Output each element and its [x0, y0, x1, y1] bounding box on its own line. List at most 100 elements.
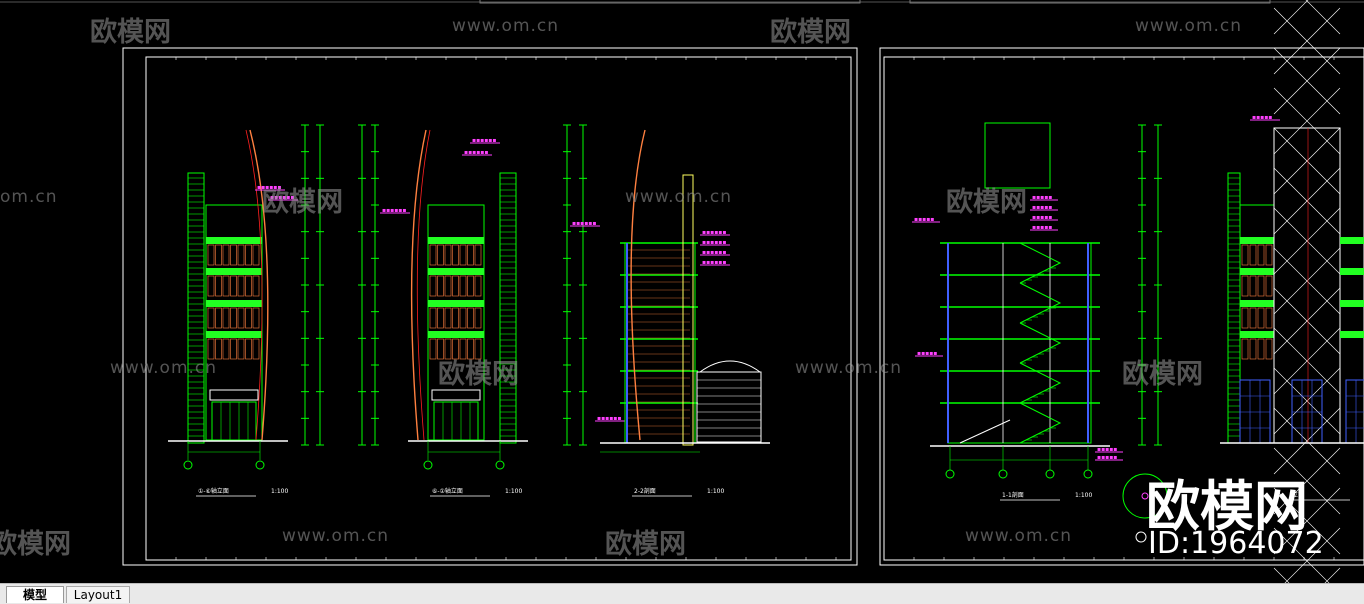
cad-model-space[interactable]: ▪▪▪▪▪▪▪▪▪▪▪▪▪▪▪▪▪▪▪▪▪▪▪▪▪▪▪▪▪▪▪▪▪▪▪▪▪▪▪▪…: [0, 0, 1364, 583]
window-pane: [437, 244, 444, 266]
window-pane: [1257, 338, 1265, 360]
annotation-text: ▪▪▪▪▪▪: [257, 184, 281, 191]
canopy: [209, 389, 259, 401]
sheet-frame-outer: [879, 47, 1364, 566]
axis-bubble: [423, 460, 433, 470]
elevation-1-scale: 1:100: [271, 488, 288, 495]
window-pane: [215, 338, 222, 360]
window-pane: [222, 338, 230, 360]
stair-flight: [1019, 362, 1062, 404]
floor-band: [1240, 268, 1274, 275]
window-pane: [452, 275, 459, 297]
window-pane: [474, 307, 482, 329]
window-pane: [230, 275, 237, 297]
floor-band: [206, 268, 262, 275]
top-strip: [909, 0, 1271, 4]
floor-band: [428, 237, 484, 244]
tower-lattice: [1273, 287, 1341, 355]
window-pane: [215, 244, 222, 266]
sheet-frame-inner: [145, 56, 852, 561]
floor-band: [1340, 237, 1364, 244]
annotation-text: ▪▪▪▪▪▪: [382, 207, 406, 214]
floor-band: [428, 300, 484, 307]
tower-lattice: [1273, 127, 1341, 195]
annotation-text: ▪▪▪▪▪▪: [702, 229, 726, 236]
sheet-frame-inner: [883, 56, 1364, 561]
window-pane: [222, 275, 230, 297]
window-pane: [452, 338, 459, 360]
floor-band: [206, 300, 262, 307]
window-pane: [252, 275, 260, 297]
annotation-text: ▪▪▪▪▪▪: [702, 239, 726, 246]
tower-lattice: [1273, 567, 1290, 583]
window-pane: [1241, 307, 1249, 329]
window-pane: [1265, 275, 1273, 297]
window-pane: [467, 275, 474, 297]
window-pane: [222, 244, 230, 266]
window-pane: [459, 338, 467, 360]
window-pane: [1241, 244, 1249, 266]
layout-tab-bar: 模型 Layout1: [0, 583, 1364, 604]
tower-lattice: [1273, 207, 1341, 275]
window-pane: [1249, 338, 1257, 360]
top-strip: [479, 0, 861, 4]
sail-curve: [245, 129, 263, 441]
sail-curve: [416, 129, 431, 441]
annotation-text: ▪▪▪▪▪: [917, 350, 937, 357]
window-pane: [252, 338, 260, 360]
axis-bubble: [183, 460, 193, 470]
tab-model[interactable]: 模型: [6, 586, 64, 603]
stair-flight: [1019, 402, 1062, 444]
annotation-text: ▪▪▪▪▪: [1032, 214, 1052, 221]
window-pane: [437, 275, 444, 297]
roof-structure: [984, 122, 1051, 189]
floor-band: [428, 268, 484, 275]
stair-flight: [1019, 242, 1062, 284]
tower-lattice: [1273, 447, 1341, 515]
curtain-window: [1345, 379, 1364, 444]
window-pane: [444, 275, 452, 297]
stair-flight: [1019, 282, 1062, 324]
curtain-window: [1239, 379, 1271, 444]
floor-band: [206, 237, 262, 244]
shopfront: [433, 401, 479, 441]
annotation-text: ▪▪▪▪▪▪: [572, 220, 596, 227]
elevation-right-title: 立面: [1292, 491, 1304, 499]
detail-circle: [1122, 473, 1168, 519]
window-pane: [207, 275, 215, 297]
section-frame: [947, 242, 1092, 444]
tower-lattice: [1273, 7, 1341, 75]
window-pane: [1249, 307, 1257, 329]
window-pane: [1257, 275, 1265, 297]
window-pane: [222, 307, 230, 329]
floor-band: [1340, 331, 1364, 338]
window-pane: [452, 307, 459, 329]
tower-lattice: [1273, 247, 1341, 315]
sheet-frame-outer: [122, 47, 858, 566]
annotation-text: ▪▪▪▪▪: [1097, 446, 1117, 453]
floor-band: [1340, 268, 1364, 275]
annotation-text: ▪▪▪▪▪▪: [464, 149, 488, 156]
elevation-2-scale: 1:100: [505, 488, 522, 495]
window-pane: [437, 307, 444, 329]
window-pane: [444, 244, 452, 266]
stair-core: [682, 174, 694, 446]
annotation-text: ▪▪▪▪▪: [1032, 224, 1052, 231]
floor-band: [428, 331, 484, 338]
window-pane: [237, 275, 245, 297]
annex: [696, 371, 762, 443]
window-pane: [237, 244, 245, 266]
window-pane: [444, 307, 452, 329]
window-pane: [230, 338, 237, 360]
window-pane: [245, 307, 252, 329]
window-pane: [474, 275, 482, 297]
cad-drawing: ▪▪▪▪▪▪▪▪▪▪▪▪▪▪▪▪▪▪▪▪▪▪▪▪▪▪▪▪▪▪▪▪▪▪▪▪▪▪▪▪…: [0, 0, 1364, 583]
window-pane: [245, 244, 252, 266]
floor-band: [1240, 237, 1274, 244]
window-pane: [467, 307, 474, 329]
tab-layout1[interactable]: Layout1: [66, 586, 130, 603]
window-pane: [474, 244, 482, 266]
window-pane: [207, 307, 215, 329]
window-pane: [437, 338, 444, 360]
window-pane: [429, 275, 437, 297]
